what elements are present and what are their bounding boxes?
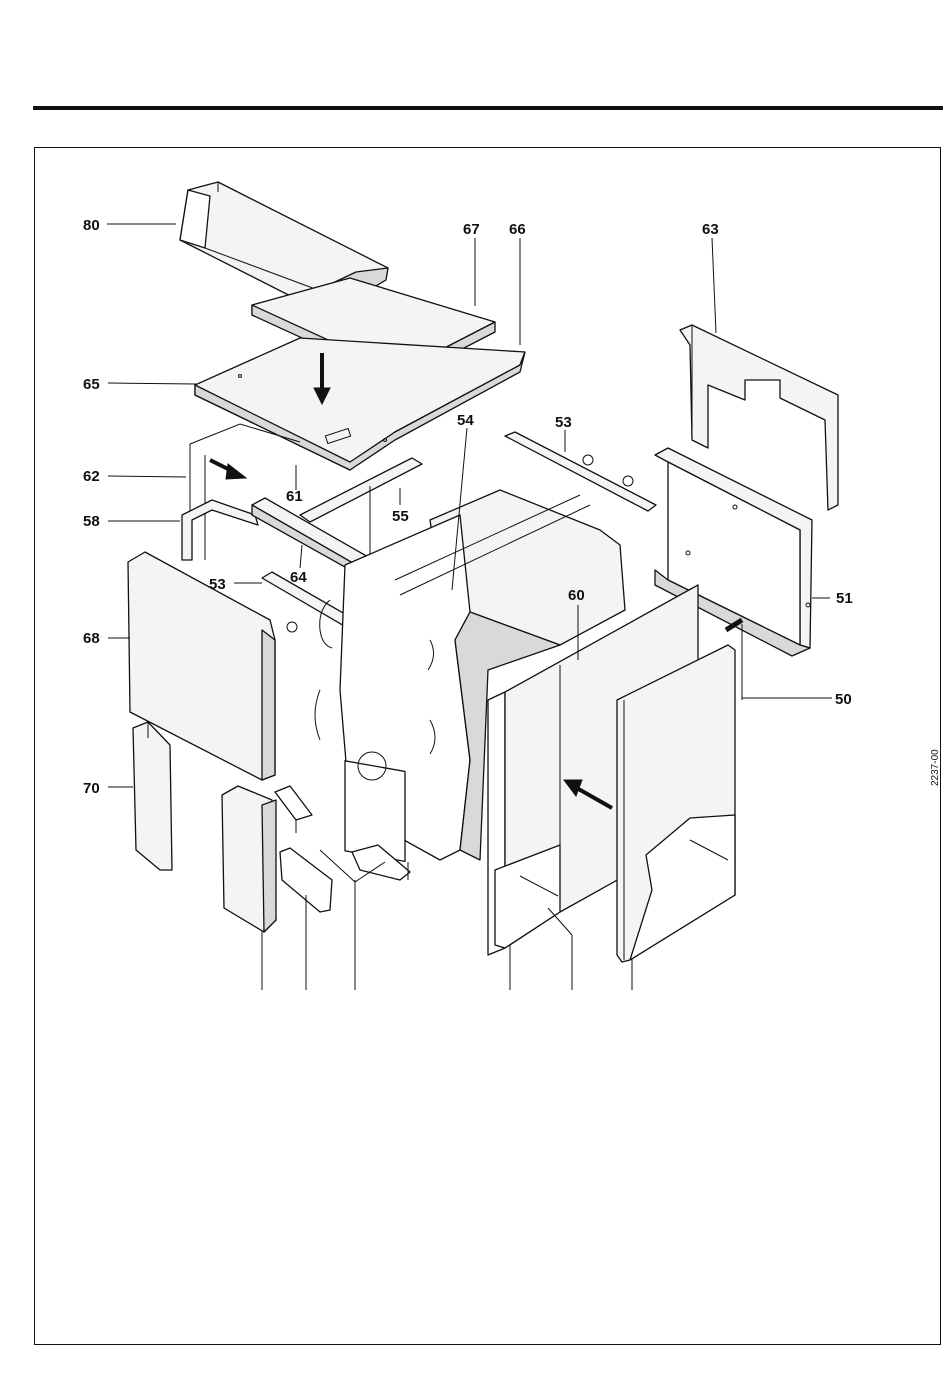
callout-50: 50 <box>835 691 852 708</box>
callout-64: 64 <box>290 569 307 586</box>
callout-61: 61 <box>286 488 303 505</box>
callout-63: 63 <box>702 221 719 238</box>
part-62-left-frame <box>182 424 300 560</box>
drawing-code: 2237-00 <box>930 749 941 786</box>
callout-65: 65 <box>83 376 100 393</box>
callout-53-upper: 53 <box>555 414 572 431</box>
callout-54: 54 <box>457 412 474 429</box>
callout-68: 68 <box>83 630 100 647</box>
part-70-lower-cover <box>133 722 172 870</box>
callout-58: 58 <box>83 513 100 530</box>
callout-62: 62 <box>83 468 100 485</box>
callout-67: 67 <box>463 221 480 238</box>
callout-66: 66 <box>509 221 526 238</box>
callout-53-lower: 53 <box>209 576 226 593</box>
part-65-top-plate <box>195 338 525 470</box>
part-53-bracket-right <box>505 432 656 511</box>
callout-60: 60 <box>568 587 585 604</box>
front-right-panel <box>617 645 735 962</box>
callout-51: 51 <box>836 590 853 607</box>
callout-80: 80 <box>83 217 100 234</box>
assembly-arrow-left-frame <box>210 460 246 479</box>
lower-front-cover <box>222 786 276 932</box>
callout-55: 55 <box>392 508 409 525</box>
callout-70: 70 <box>83 780 100 797</box>
